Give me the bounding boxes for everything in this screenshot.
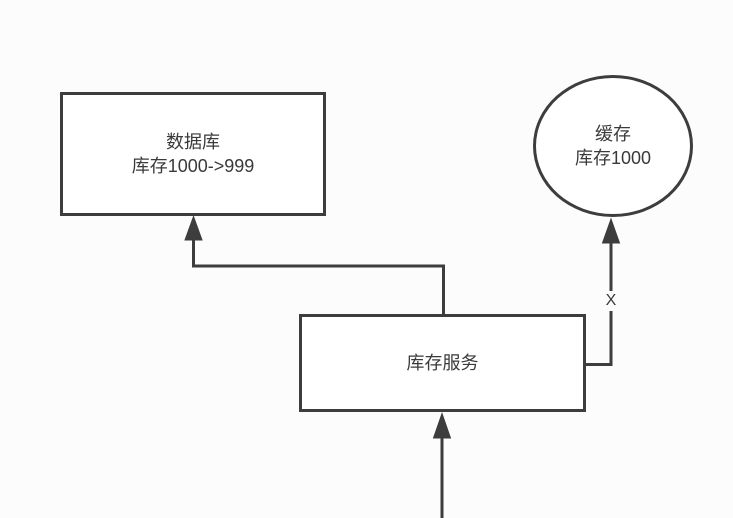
- arrowhead-into-database-icon: [184, 215, 203, 241]
- node-cache: 缓存 库存1000: [533, 75, 693, 217]
- node-cache-title: 缓存: [595, 124, 631, 144]
- node-inventory-service: 库存服务: [299, 314, 586, 412]
- node-database-title: 数据库: [166, 132, 220, 152]
- edge-label-x: X: [602, 291, 620, 311]
- arrowhead-into-cache-icon: [601, 217, 621, 244]
- node-cache-stock-value: 库存1000: [574, 148, 652, 168]
- node-inventory-service-label: 库存服务: [406, 353, 479, 373]
- arrowhead-into-service-icon: [432, 411, 452, 439]
- edge-service-to-database: [192, 238, 445, 314]
- node-database-stock-value: 库存1000->999: [131, 156, 255, 176]
- node-database: 数据库 库存1000->999: [60, 92, 326, 216]
